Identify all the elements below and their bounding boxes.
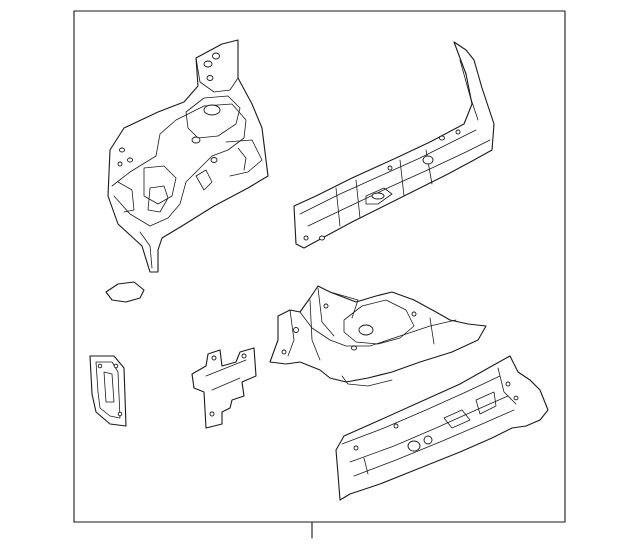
- upper-left-apron-part[interactable]: [107, 39, 269, 273]
- bracket-part[interactable]: [191, 347, 257, 429]
- right-rail-part[interactable]: [293, 41, 495, 249]
- diagram-frame: [73, 10, 566, 539]
- lower-rail-part[interactable]: [335, 355, 549, 501]
- frame-plate-part[interactable]: [89, 355, 127, 427]
- center-apron-part[interactable]: [269, 285, 487, 387]
- small-gasket-part[interactable]: [105, 281, 145, 303]
